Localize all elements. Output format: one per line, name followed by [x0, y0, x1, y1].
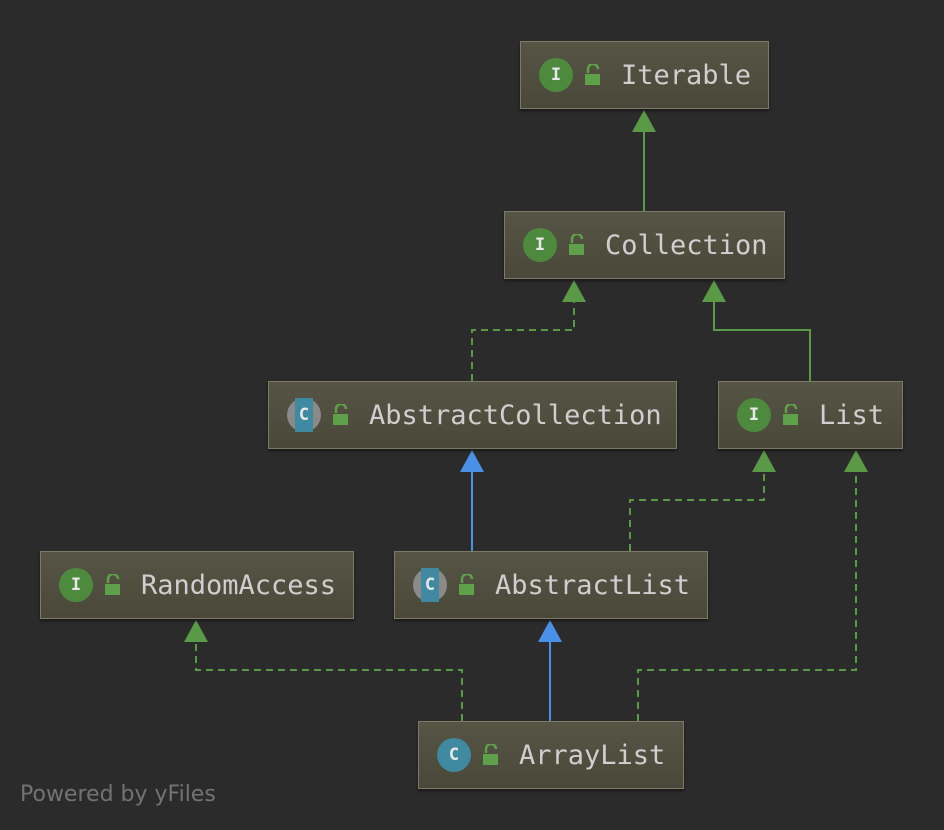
- edge-arraylist-randomaccess: [184, 620, 463, 721]
- edge-arraylist-list: [637, 450, 868, 721]
- abstract-class-icon: C: [413, 568, 447, 602]
- powered-by-footer: Powered by yFiles: [20, 782, 216, 807]
- abstract-class-icon: C: [287, 398, 321, 432]
- public-lock-icon: [105, 574, 120, 595]
- node-randomaccess[interactable]: I RandomAccess: [40, 551, 354, 619]
- public-lock-icon: [333, 404, 348, 425]
- node-arraylist[interactable]: C ArrayList: [418, 721, 684, 789]
- edge-abstractlist-list: [629, 450, 776, 551]
- interface-icon: I: [59, 568, 93, 602]
- node-label: List: [819, 399, 885, 431]
- edge-abstractlist-abstractcollection: [460, 450, 484, 551]
- node-abstractcollection[interactable]: C AbstractCollection: [268, 381, 677, 449]
- node-label: Iterable: [621, 59, 752, 91]
- public-lock-icon: [783, 404, 798, 425]
- node-label: Collection: [605, 229, 768, 261]
- node-list[interactable]: I List: [718, 381, 903, 449]
- node-iterable[interactable]: I Iterable: [520, 41, 769, 109]
- edge-abstractcollection-collection: [471, 280, 586, 381]
- edge-arraylist-abstractlist: [538, 620, 562, 721]
- interface-icon: I: [523, 228, 557, 262]
- badge-letter: I: [534, 235, 546, 255]
- interface-icon: I: [539, 58, 573, 92]
- node-label: RandomAccess: [141, 569, 337, 601]
- badge-letter: I: [550, 65, 562, 85]
- node-collection[interactable]: I Collection: [504, 211, 785, 279]
- badge-letter: C: [424, 575, 436, 595]
- class-icon: C: [437, 738, 471, 772]
- node-label: AbstractCollection: [369, 399, 662, 431]
- edge-list-collection: [702, 280, 811, 381]
- interface-icon: I: [737, 398, 771, 432]
- edge-collection-iterable: [632, 110, 656, 211]
- node-label: AbstractList: [495, 569, 691, 601]
- public-lock-icon: [483, 744, 498, 765]
- node-abstractlist[interactable]: C AbstractList: [394, 551, 708, 619]
- public-lock-icon: [569, 234, 584, 255]
- node-label: ArrayList: [519, 739, 666, 771]
- public-lock-icon: [585, 64, 600, 85]
- badge-letter: I: [70, 575, 82, 595]
- badge-letter: I: [748, 405, 760, 425]
- public-lock-icon: [459, 574, 474, 595]
- badge-letter: C: [298, 405, 310, 425]
- badge-letter: C: [448, 745, 460, 765]
